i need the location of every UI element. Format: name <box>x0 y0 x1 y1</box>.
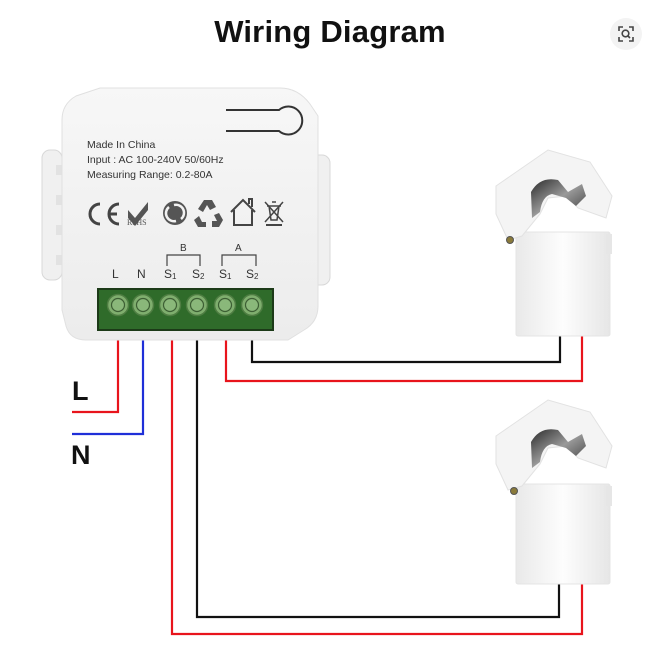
terminal-screw-head <box>135 297 151 313</box>
ct-clamp-b <box>495 399 613 585</box>
group-b-bracket <box>166 254 201 266</box>
wire-b-s1-red <box>170 338 584 636</box>
terminal-screw-head <box>244 297 260 313</box>
wire-neutral-supply <box>72 338 145 436</box>
terminal-screw-head <box>162 297 178 313</box>
terminal-label-b-s2: S2 <box>192 267 205 281</box>
supply-label-live: L <box>72 376 89 406</box>
indoor-use-icon <box>230 198 256 226</box>
green-dot-icon <box>163 201 187 225</box>
group-a-bracket <box>221 254 257 266</box>
zoom-button[interactable] <box>610 18 642 50</box>
page-title: Wiring Diagram <box>214 14 446 49</box>
terminal-screw-head <box>217 297 233 313</box>
wire-b-s2-black <box>195 338 561 619</box>
ct-clamp-a <box>495 149 613 337</box>
ce-mark-icon <box>88 202 120 226</box>
rohs-label: RoHS <box>127 218 147 227</box>
zoom-scan-icon <box>618 26 634 42</box>
module-label-input: Input : AC 100-240V 50/60Hz <box>87 154 224 166</box>
terminal-label-a-s2: S2 <box>246 267 259 281</box>
weee-bin-icon <box>264 201 284 226</box>
wire-live-supply <box>72 338 120 414</box>
group-a-label: A <box>235 243 242 254</box>
supply-label-neutral: N <box>71 440 91 470</box>
module-label-range: Measuring Range: 0.2-80A <box>87 169 213 181</box>
terminal-label-n: N <box>137 267 146 281</box>
reset-button-icon <box>226 105 304 136</box>
terminal-label-l: L <box>112 267 119 281</box>
terminal-label-a-s1: S1 <box>219 267 232 281</box>
terminal-screw-head <box>110 297 126 313</box>
module-body <box>61 87 319 341</box>
wire-a-s1-red <box>224 336 584 383</box>
terminal-screws <box>106 293 264 317</box>
rohs-check-icon <box>128 202 148 226</box>
module-side-clip-left <box>41 149 66 281</box>
terminal-screw-head <box>189 297 205 313</box>
terminal-label-b-s1: S1 <box>164 267 177 281</box>
wire-a-s2-black <box>250 336 562 364</box>
module-label-origin: Made In China <box>87 139 156 151</box>
recycle-icon <box>194 200 223 227</box>
wires <box>72 336 584 636</box>
group-b-label: B <box>180 243 187 254</box>
